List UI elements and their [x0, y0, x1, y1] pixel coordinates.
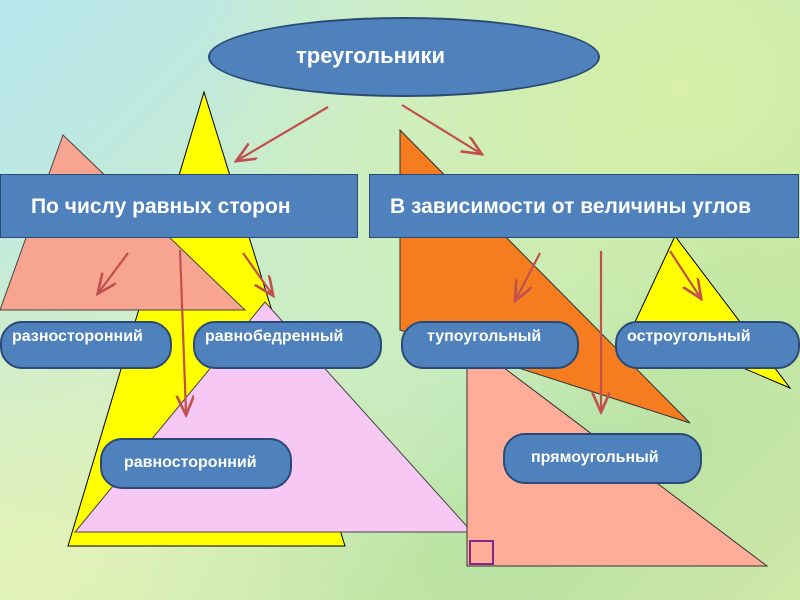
- right-angle-mark: [469, 540, 494, 565]
- obtuse-label: тупоугольный: [427, 328, 542, 345]
- category-by-angles-label: В зависимости от величины углов: [390, 195, 752, 218]
- title-ellipse: треугольники: [208, 17, 600, 97]
- arrow-to-scalene: [99, 252, 129, 292]
- arrow-title-to-sides: [238, 106, 329, 160]
- equilateral-label: равносторонний: [124, 454, 257, 471]
- arrow-to-equilateral: [180, 249, 186, 413]
- isosceles-label: равнобедренный: [205, 328, 344, 345]
- category-by-sides: По числу равных сторон: [0, 174, 358, 238]
- arrows: [99, 104, 700, 413]
- arrow-to-isosceles: [242, 252, 272, 294]
- arrow-title-to-angles: [401, 104, 480, 153]
- title-text: треугольники: [296, 43, 446, 68]
- equilateral-node: равносторонний: [100, 438, 292, 489]
- category-by-angles: В зависимости от величины углов: [369, 174, 799, 238]
- scalene-label: разносторонний: [12, 328, 143, 345]
- arrow-to-acute: [669, 250, 700, 297]
- right-node: прямоугольный: [503, 433, 702, 484]
- acute-label: остроугольный: [627, 328, 751, 345]
- right-label: прямоугольный: [531, 449, 659, 466]
- arrow-to-obtuse: [516, 252, 541, 299]
- acute-node: остроугольный: [615, 321, 800, 369]
- scalene-node: разносторонний: [0, 321, 172, 369]
- obtuse-node: тупоугольный: [401, 321, 579, 369]
- isosceles-node: равнобедренный: [193, 321, 382, 369]
- category-by-sides-label: По числу равных сторон: [31, 195, 291, 218]
